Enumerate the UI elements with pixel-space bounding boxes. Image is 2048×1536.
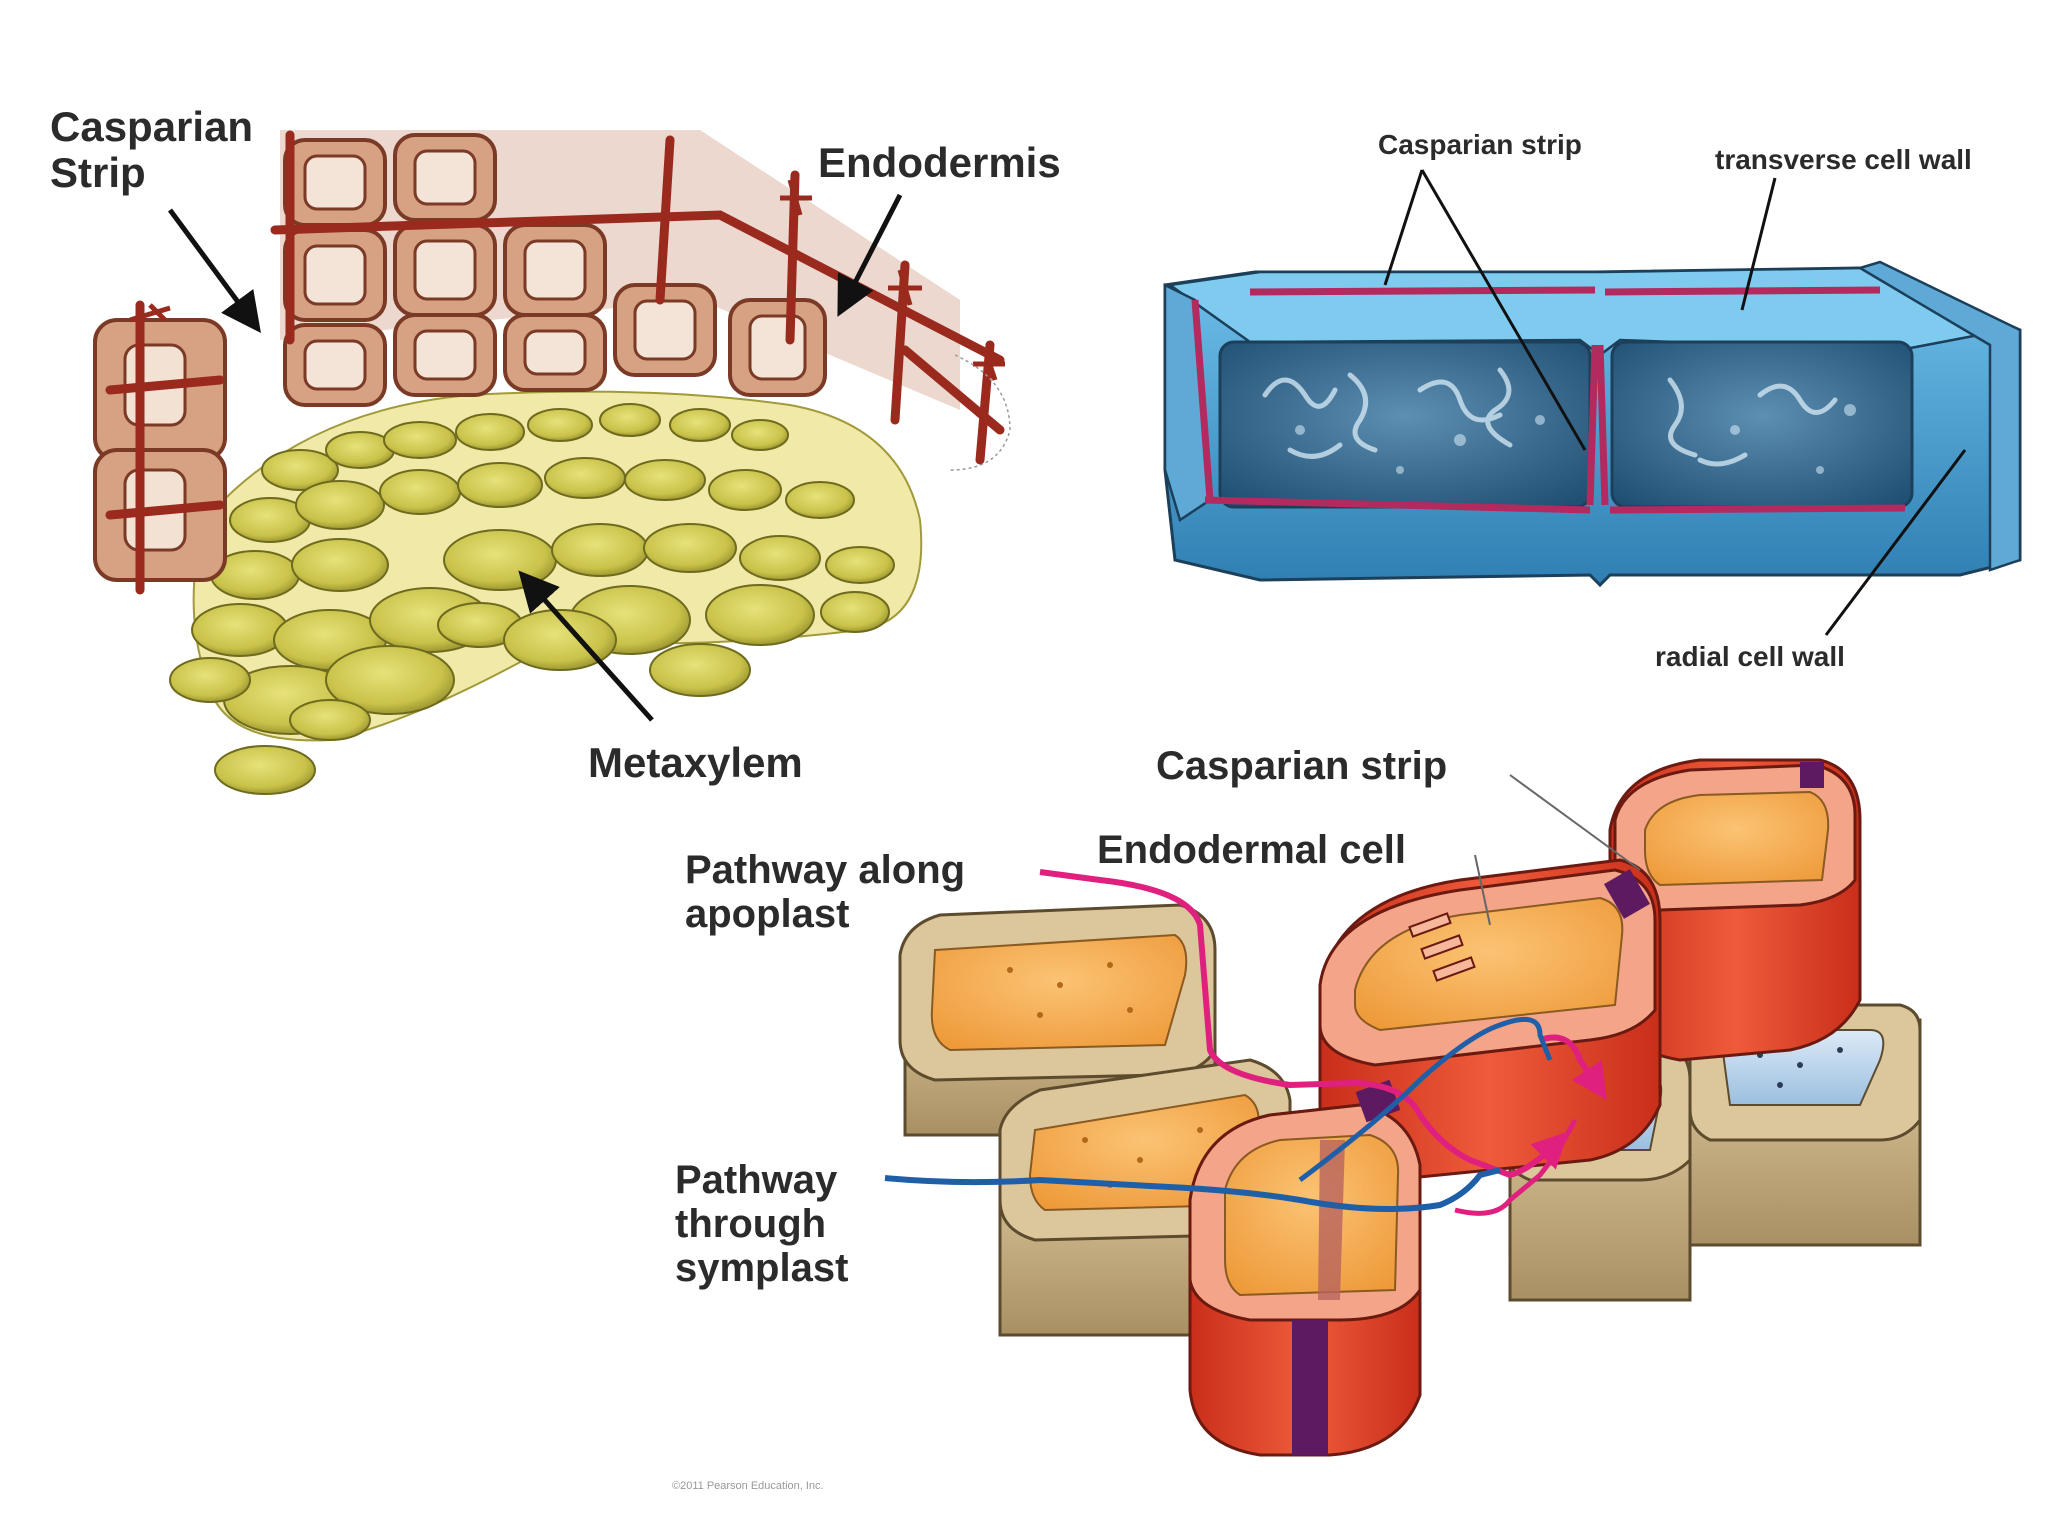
metaxylem-cell [544,457,626,499]
metaxylem-cell [325,645,455,715]
endodermis-label: Endodermis [818,139,1061,186]
metaxylem-cell [785,481,855,519]
casparian-strip-label: Casparian Strip [50,103,254,197]
metaxylem-cell [455,413,525,451]
metaxylem-cell [731,419,789,451]
metaxylem-cell [289,699,371,741]
metaxylem-cell [383,421,457,459]
metaxylem-cell [705,584,815,646]
endodermal-cells-illustration [1163,169,2022,636]
endodermal-cell-back [1608,758,1862,1062]
root-cross-section-illustration [93,130,1011,795]
metaxylem-cell [739,535,821,581]
metaxylem-cell [214,745,316,795]
metaxylem-cell [443,529,557,591]
metaxylem-cells [169,403,895,795]
endodermal-cell-label: Endodermal cell [1097,828,1406,872]
metaxylem-cell [169,657,251,703]
endodermal-cell-lumen [303,244,367,306]
metaxylem-cell [708,469,782,511]
metaxylem-cell [379,469,461,515]
left-endodermal-cell-interior [1218,340,1592,509]
endodermal-cell-lumen [523,239,587,301]
metaxylem-cell [649,643,751,697]
metaxylem-cell [191,603,289,657]
metaxylem-cell [291,538,389,592]
endodermal-cell-lumen [303,154,367,211]
endodermal-cell-lumen [413,149,477,206]
casparian-strip-arrow [167,208,261,334]
water-pathways-illustration [884,758,1922,1457]
symplast-pathway-label: Pathway through symplast [675,1158,849,1290]
metaxylem-cell [624,459,706,501]
metaxylem-cell [503,609,617,671]
metaxylem-cell [599,403,661,437]
metaxylem-cell [527,408,593,442]
endodermal-cell-lumen [633,299,697,361]
metaxylem-cell [825,546,895,584]
metaxylem-arrow [518,570,654,722]
right-endodermal-cell-interior [1610,340,1914,509]
casparian-strip-label-pathways: Casparian strip [1156,744,1448,788]
endodermal-cell-lumen [413,329,477,381]
endodermal-cell-lumen [523,329,587,376]
endodermis-wall [93,130,1011,595]
metaxylem-cell [643,523,737,573]
metaxylem-label: Metaxylem [588,739,803,786]
metaxylem-cell [551,523,649,577]
endodermal-cell-lumen [413,239,477,301]
metaxylem-cell [295,480,385,530]
endodermis-arrow [837,193,903,317]
transverse-cell-wall-label: transverse cell wall [1715,144,1972,175]
metaxylem-cell [261,449,339,491]
metaxylem-cell [669,408,731,442]
apoplast-pathway-label: Pathway along apoplast [685,848,966,936]
copyright-credit: ©2011 Pearson Education, Inc. [672,1480,824,1492]
endodermal-cell-lumen [303,339,367,391]
metaxylem-cell [457,462,543,508]
endodermal-cell-front [1188,1079,1422,1457]
radial-cell-wall-label: radial cell wall [1655,641,1845,672]
endodermal-cell-lumen [748,314,807,381]
symplast-pathway-line [884,1167,1501,1212]
casparian-strip-band [1191,286,1906,514]
metaxylem-cell [820,591,890,633]
casparian-strip-label-blue: Casparian strip [1378,129,1582,160]
